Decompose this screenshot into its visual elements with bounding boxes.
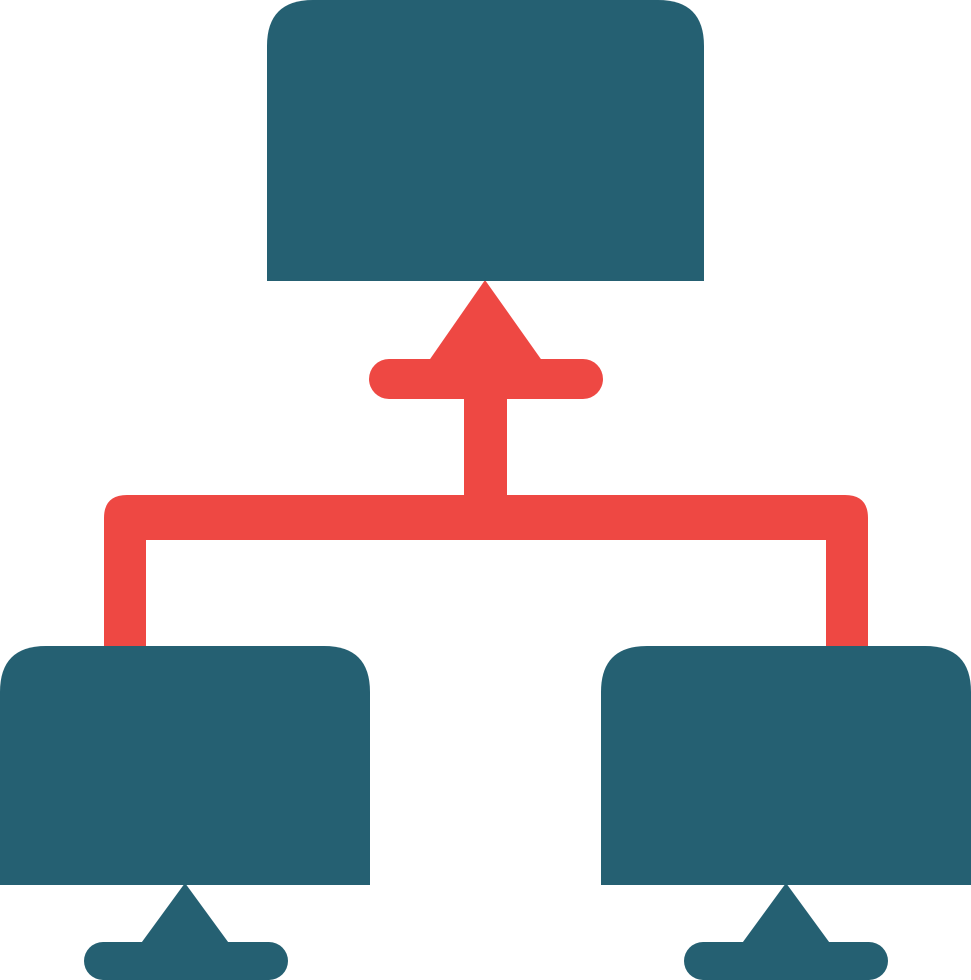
- arrow-stem: [464, 380, 507, 498]
- bottom-left-monitor-screen: [0, 646, 370, 885]
- bottom-right-monitor-screen: [601, 646, 971, 885]
- bottom-left-monitor-base: [84, 942, 288, 980]
- bottom-right-monitor-icon: [601, 646, 971, 980]
- bracket-connector: [104, 495, 868, 648]
- upward-arrow-icon: [428, 280, 543, 362]
- arrow-crossbar: [369, 359, 603, 399]
- bottom-left-monitor-stand: [139, 883, 231, 946]
- connector-lines: [104, 359, 868, 648]
- bottom-left-monitor-icon: [0, 646, 370, 980]
- top-monitor-icon: [267, 0, 704, 281]
- bottom-right-monitor-stand: [740, 883, 832, 946]
- bottom-right-monitor-base: [684, 942, 888, 980]
